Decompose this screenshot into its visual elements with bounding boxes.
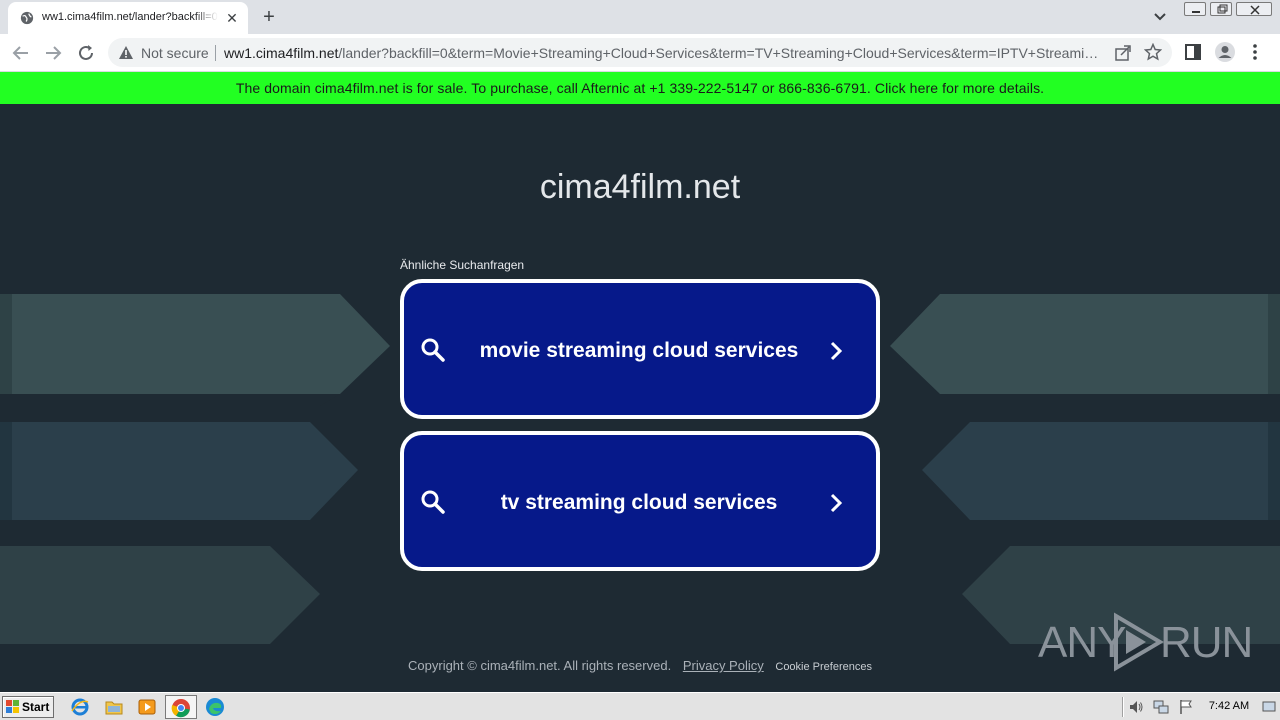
chevron-down-icon[interactable] <box>1150 8 1170 26</box>
edge-icon[interactable] <box>205 697 225 717</box>
url-host: ww1.cima4film.net <box>224 45 339 61</box>
network-icon[interactable] <box>1153 699 1169 715</box>
address-bar[interactable]: Not secure ww1.cima4film.net/lander?back… <box>108 38 1172 67</box>
globe-icon <box>20 11 34 25</box>
privacy-policy-link[interactable]: Privacy Policy <box>682 658 764 673</box>
anyrun-watermark: ANY RUN <box>1038 610 1253 674</box>
browser-toolbar: Not secure ww1.cima4film.net/lander?back… <box>0 34 1280 72</box>
share-icon[interactable] <box>1114 44 1132 62</box>
tab-strip: ww1.cima4film.net/lander?backfill=0 ✕ + <box>0 0 1280 34</box>
tray-divider <box>1122 697 1124 717</box>
restore-icon <box>1217 4 1228 14</box>
minimize-button[interactable] <box>1184 2 1206 16</box>
background-arrows <box>0 294 1280 644</box>
close-icon <box>1250 5 1260 15</box>
taskbar-chrome-active[interactable] <box>165 695 197 719</box>
reload-icon[interactable] <box>75 42 97 64</box>
url-path: /lander?backfill=0&term=Movie+Streaming+… <box>338 45 1104 61</box>
profile-avatar-icon[interactable] <box>1214 41 1236 63</box>
action-center-flag-icon[interactable] <box>1178 699 1194 715</box>
search-icon <box>421 338 445 362</box>
chevron-right-icon <box>830 493 843 513</box>
domain-sale-banner[interactable]: The domain cima4film.net is for sale. To… <box>0 72 1280 104</box>
cookie-preferences-link[interactable]: Cookie Preferences <box>775 661 872 673</box>
page-footer: Copyright © cima4film.net. All rights re… <box>0 658 1280 673</box>
restore-button[interactable] <box>1210 2 1232 16</box>
copyright-text: Copyright © cima4film.net. All rights re… <box>408 658 672 673</box>
internet-explorer-icon[interactable] <box>70 697 90 717</box>
window-close-button[interactable] <box>1236 2 1272 16</box>
security-label[interactable]: Not secure <box>141 45 209 61</box>
back-arrow-icon[interactable] <box>10 42 32 64</box>
bookmark-star-icon[interactable] <box>1144 43 1162 61</box>
search-icon <box>421 490 445 514</box>
browser-tab[interactable]: ww1.cima4film.net/lander?backfill=0 ✕ <box>8 2 248 34</box>
omnibox-divider <box>215 45 216 61</box>
play-logo-icon <box>1114 612 1164 672</box>
show-desktop-icon[interactable] <box>1262 701 1276 713</box>
warning-icon[interactable] <box>118 45 134 60</box>
media-player-icon[interactable] <box>137 697 157 717</box>
tab-title: ww1.cima4film.net/lander?backfill=0 <box>42 11 218 27</box>
watermark-text-any: ANY <box>1038 618 1126 667</box>
chrome-icon <box>171 699 190 718</box>
related-search-link[interactable]: movie streaming cloud services <box>400 279 880 419</box>
new-tab-button[interactable]: + <box>263 6 275 28</box>
more-menu-icon[interactable] <box>1250 43 1260 61</box>
start-label: Start <box>22 700 50 714</box>
system-clock[interactable]: 7:42 AM <box>1208 700 1250 712</box>
url-text[interactable]: ww1.cima4film.net/lander?backfill=0&term… <box>224 45 1104 61</box>
taskbar: Start 7:42 AM <box>0 692 1280 720</box>
related-searches-label: Ähnliche Suchanfragen <box>400 258 525 272</box>
volume-icon[interactable] <box>1128 699 1144 715</box>
chevron-right-icon <box>830 341 843 361</box>
forward-arrow-icon[interactable] <box>42 42 64 64</box>
minimize-icon <box>1192 11 1200 13</box>
start-button[interactable]: Start <box>2 696 54 718</box>
sale-banner-text[interactable]: The domain cima4film.net is for sale. To… <box>235 80 1045 96</box>
domain-title: cima4film.net <box>539 168 741 206</box>
related-search-link[interactable]: tv streaming cloud services <box>400 431 880 571</box>
side-panel-icon[interactable] <box>1184 43 1202 61</box>
related-search-label: movie streaming cloud services <box>479 339 799 362</box>
windows-logo-icon <box>6 700 19 713</box>
close-tab-icon[interactable]: ✕ <box>226 10 238 26</box>
related-search-label: tv streaming cloud services <box>500 491 778 514</box>
file-explorer-icon[interactable] <box>104 697 124 717</box>
watermark-text-run: RUN <box>1160 618 1253 667</box>
page-content: The domain cima4film.net is for sale. To… <box>0 72 1280 692</box>
